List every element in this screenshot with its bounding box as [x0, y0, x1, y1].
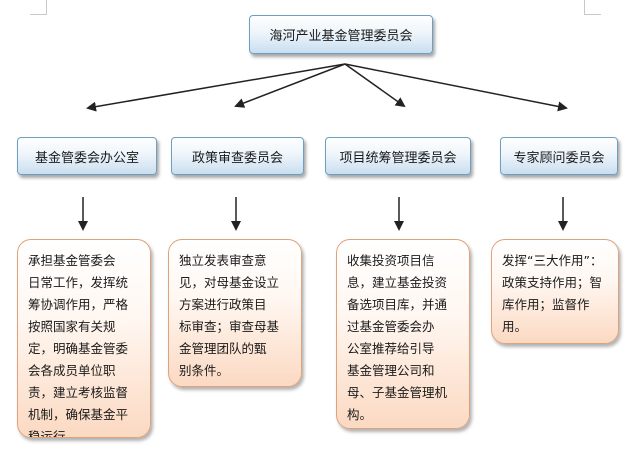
root-committee-node: 海河产业基金管理委员会: [249, 15, 433, 54]
page-corner-mark-right: [584, 0, 601, 15]
office-description: 承担基金管委会 日常工作，发挥统 筹协调作用，严格 按照国家有关规 定，明确基金…: [17, 239, 151, 438]
project-coordination-node: 项目统筹管理委员会: [325, 137, 471, 175]
arrow-root-to-office: [86, 63, 346, 112]
office-node: 基金管委会办公室: [17, 137, 157, 175]
page-corner-mark-left: [30, 0, 47, 15]
arrow-root-to-expert: [344, 63, 568, 112]
expert-advisory-description: 发挥“三大作用”： 政策支持作用；智 库作用；监督作 用。: [491, 239, 619, 344]
project-coordination-description: 收集投资项目信 息，建立基金投资 备选项目库，并通 过基金管委会办 公室推荐给引…: [336, 239, 470, 429]
policy-review-description: 独立发表审查意 见，对母基金设立 方案进行政策目 标审查；审查母基 金管理团队的…: [168, 239, 302, 387]
arrow-root-to-project: [344, 63, 406, 108]
expert-advisory-node: 专家顾问委员会: [500, 137, 618, 175]
policy-review-node: 政策审查委员会: [171, 137, 304, 175]
arrow-root-to-policy: [234, 63, 346, 108]
